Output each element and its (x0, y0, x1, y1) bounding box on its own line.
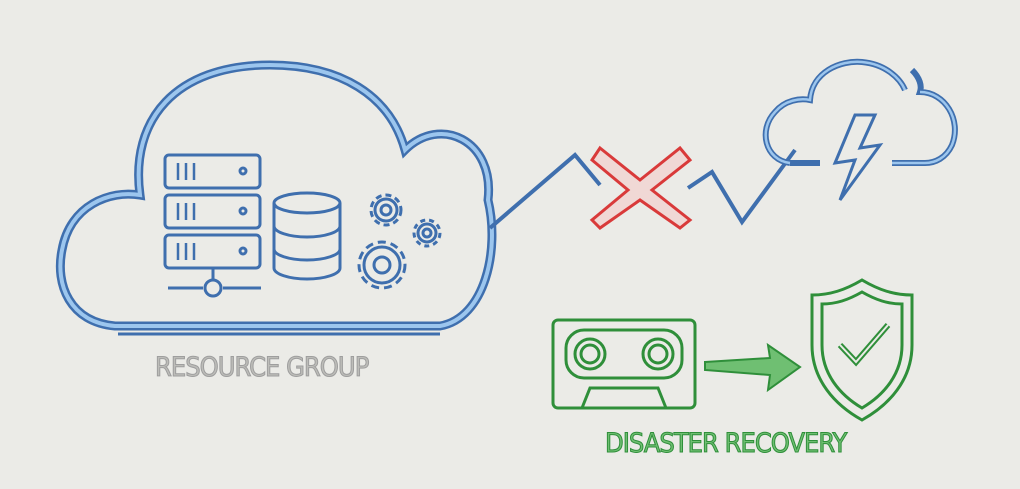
lightning-bolt-icon (832, 113, 884, 201)
resource-group-cloud-icon (55, 60, 497, 336)
database-icon (272, 191, 342, 281)
storm-cloud-icon (762, 58, 958, 201)
backup-tape-icon (551, 318, 697, 410)
resource-group-label: RESOURCE GROUP (154, 352, 369, 384)
disaster-recovery-label: DISASTER RECOVERY (604, 428, 847, 460)
arrow-right-icon (704, 342, 802, 393)
shield-check-icon (810, 278, 914, 422)
failure-x-icon (589, 145, 693, 230)
broken-connection-line (488, 148, 797, 230)
server-stack-icon (163, 153, 262, 298)
gears-icon (357, 193, 442, 290)
